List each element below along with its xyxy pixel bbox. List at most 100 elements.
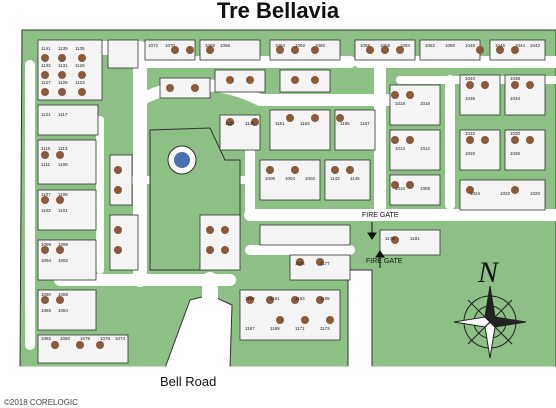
- unit-marker: [466, 136, 474, 144]
- unit-number-label: 1066: [220, 43, 231, 48]
- road-label: Bell Road: [160, 374, 217, 389]
- unit-marker: [511, 81, 519, 89]
- unit-number-label: 1050: [445, 43, 456, 48]
- unit-marker: [96, 341, 104, 349]
- unit-marker: [391, 136, 399, 144]
- unit-number-label: 1082: [41, 336, 52, 341]
- unit-number-label: 1002: [305, 176, 316, 181]
- unit-number-label: 1054: [400, 43, 411, 48]
- unit-marker: [296, 258, 304, 266]
- unit-marker: [58, 88, 66, 96]
- unit-marker: [511, 136, 519, 144]
- unit-number-label: 1123: [75, 80, 85, 85]
- unit-number-label: 1042: [530, 43, 541, 48]
- unit-number-label: 1074: [115, 336, 126, 341]
- unit-marker: [114, 246, 122, 254]
- unit-number-label: 1032: [465, 131, 476, 136]
- fire-gate-arrows: [367, 222, 385, 268]
- unit-number-label: 1169: [270, 326, 280, 331]
- unit-marker: [291, 46, 299, 54]
- unit-marker: [114, 186, 122, 194]
- unit-marker: [466, 81, 474, 89]
- unit-marker: [276, 316, 284, 324]
- unit-number-label: 1103: [41, 208, 51, 213]
- unit-marker: [246, 296, 254, 304]
- unit-number-label: 1046: [495, 43, 506, 48]
- unit-number-label: 1088: [58, 292, 69, 297]
- unit-number-label: 1072: [148, 43, 159, 48]
- unit-marker: [336, 114, 344, 122]
- unit-marker: [311, 46, 319, 54]
- unit-number-label: 1062: [295, 43, 306, 48]
- unit-number-label: 1056: [380, 43, 391, 48]
- unit-number-label: 1038: [510, 76, 521, 81]
- unit-number-label: 1131: [58, 63, 68, 68]
- unit-number-label: 1175: [295, 261, 305, 266]
- unit-marker: [226, 118, 234, 126]
- unit-number-label: 1020: [530, 191, 541, 196]
- unit-marker: [316, 296, 324, 304]
- unit-marker: [206, 226, 214, 234]
- unit-number-label: 1145: [350, 176, 360, 181]
- unit-number-label: 1096: [58, 242, 69, 247]
- unit-marker: [381, 46, 389, 54]
- unit-marker: [511, 46, 519, 54]
- unit-marker: [58, 71, 66, 79]
- unit-marker: [316, 258, 324, 266]
- unit-marker: [41, 54, 49, 62]
- unit-number-label: 1157: [360, 121, 370, 126]
- unit-number-label: 1171: [295, 326, 305, 331]
- unit-number-label: 1117: [58, 112, 68, 117]
- unit-marker: [481, 81, 489, 89]
- pool-icon: [167, 145, 197, 175]
- unit-marker: [41, 196, 49, 204]
- map-title: Tre Bellavia: [216, 0, 340, 23]
- unit-number-label: 1165: [320, 296, 330, 301]
- unit-marker: [266, 166, 274, 174]
- unit-number-label: 1076: [100, 336, 111, 341]
- unit-marker: [251, 118, 259, 126]
- copyright-text: ©2018 CORELOGIC: [4, 398, 78, 407]
- fire-gate-label-1: FIRE GATE: [362, 212, 399, 219]
- unit-number-label: 1151: [275, 121, 285, 126]
- unit-marker: [114, 166, 122, 174]
- unit-number-label: 1179: [385, 236, 395, 241]
- unit-marker: [476, 46, 484, 54]
- unit-number-label: 1149: [245, 121, 255, 126]
- unit-marker: [56, 196, 64, 204]
- unit-number-label: 1080: [60, 336, 71, 341]
- unit-marker: [41, 151, 49, 159]
- unit-number-label: 1143: [330, 176, 340, 181]
- unit-marker: [391, 181, 399, 189]
- unit-marker: [291, 166, 299, 174]
- unit-number-label: 1052: [425, 43, 436, 48]
- unit-number-label: 1167: [245, 326, 255, 331]
- unit-number-label: 1024: [470, 191, 481, 196]
- unit-marker: [311, 76, 319, 84]
- unit-number-label: 1094: [41, 258, 52, 263]
- unit-marker: [166, 84, 174, 92]
- unit-marker: [41, 88, 49, 96]
- unit-number-label: 1010: [395, 186, 406, 191]
- unit-number-label: 1107: [41, 192, 51, 197]
- unit-marker: [78, 71, 86, 79]
- unit-marker: [301, 316, 309, 324]
- unit-marker: [406, 181, 414, 189]
- unit-number-label: 1111: [41, 162, 51, 167]
- unit-marker: [291, 76, 299, 84]
- unit-marker: [191, 84, 199, 92]
- unit-number-label: 1141: [41, 46, 51, 51]
- unit-marker: [221, 226, 229, 234]
- unit-number-label: 1030: [510, 131, 521, 136]
- unit-number-label: 1006: [265, 176, 276, 181]
- unit-number-label: 1078: [80, 336, 91, 341]
- unit-marker: [526, 136, 534, 144]
- unit-number-label: 1099: [41, 242, 52, 247]
- unit-marker: [186, 46, 194, 54]
- unit-number-label: 1012: [420, 146, 431, 151]
- unit-number-label: 1109: [58, 162, 68, 167]
- unit-number-label: 1018: [395, 101, 406, 106]
- unit-marker: [276, 46, 284, 54]
- unit-number-label: 1022: [500, 191, 511, 196]
